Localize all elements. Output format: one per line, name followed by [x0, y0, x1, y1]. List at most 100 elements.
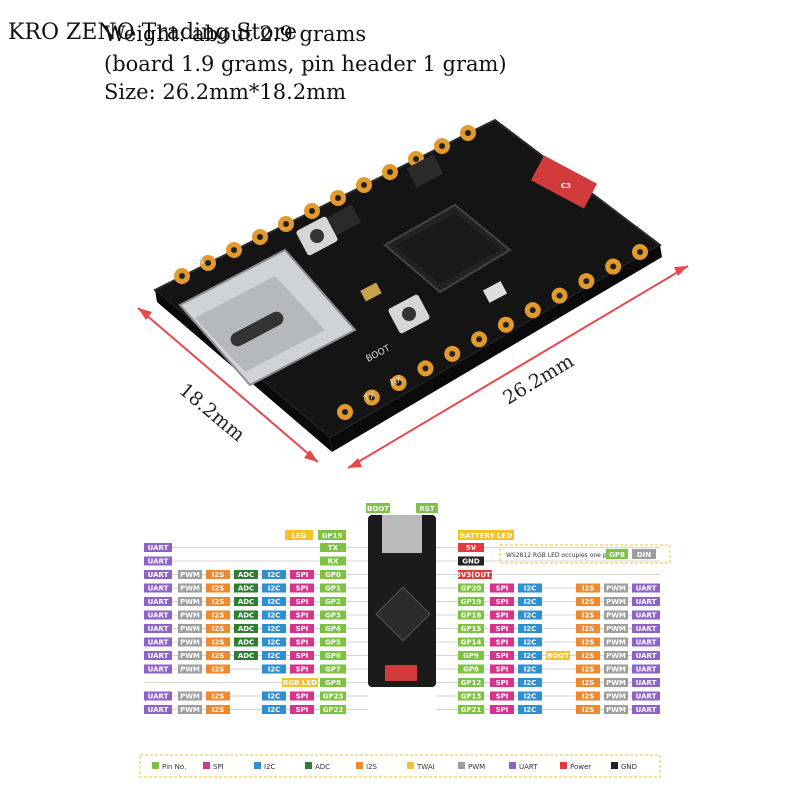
- left-i2c-tag-box: [262, 597, 286, 606]
- pinout-diagram: BOOT RST LED GP15 BATTERY LED WS2812 RGB…: [139, 503, 671, 778]
- left-i2c-tag-box: [262, 583, 286, 593]
- left-adc-tag: ADC: [238, 585, 254, 593]
- pad-hole: [637, 249, 643, 255]
- left-i2s-tag-box: [206, 570, 230, 579]
- left-pwm-tag: PWM: [180, 598, 200, 606]
- left-uart-tag-box: [144, 597, 172, 606]
- right-spi-tag-box: [490, 637, 514, 647]
- left-pwm-tag-box: [178, 610, 202, 620]
- right-pin-tag: GP9: [463, 652, 479, 660]
- left-i2s-tag: I2S: [212, 693, 225, 701]
- spec-size: Size: 26.2mm*18.2mm: [104, 80, 347, 104]
- left-pin-tag: TX: [328, 544, 339, 552]
- left-i2c-tag: I2C: [268, 639, 281, 647]
- right-pwm-tag: PWM: [606, 666, 626, 674]
- right-spi-tag: SPI: [496, 679, 509, 687]
- left-pwm-tag-box: [178, 637, 202, 647]
- right-pwm-tag-box: [604, 583, 628, 593]
- left-i2c-tag-box: [262, 691, 286, 701]
- right-i2c-tag: I2C: [524, 639, 537, 647]
- left-i2s-tag-box: [206, 597, 230, 606]
- left-i2c-tag: I2C: [268, 666, 281, 674]
- right-spi-tag: SPI: [496, 652, 509, 660]
- left-pwm-tag-box: [178, 664, 202, 674]
- right-pwm-tag-box: [604, 651, 628, 660]
- right-i2s-tag: I2S: [582, 666, 595, 674]
- left-uart-tag-box: [144, 570, 172, 579]
- left-spi-tag-box: [290, 705, 314, 714]
- legend-label: Pin No.: [162, 763, 186, 771]
- right-pin-tag-box: [458, 583, 484, 593]
- left-pin-tag-box: [320, 678, 346, 687]
- left-i2s-tag-box: [206, 691, 230, 701]
- left-i2c-tag-box: [262, 624, 286, 633]
- right-i2s-tag-box: [576, 691, 600, 701]
- left-pin-tag-box: [320, 583, 346, 593]
- left-pin-tag: GP22: [323, 706, 344, 714]
- left-spi-tag-box: [290, 637, 314, 647]
- pad-hole: [476, 336, 483, 343]
- right-uart-tag: UART: [636, 679, 657, 687]
- left-spi-tag: SPI: [296, 571, 309, 579]
- left-pin-tag-box: [320, 543, 346, 552]
- left-spi-tag: SPI: [296, 612, 309, 620]
- left-uart-tag: UART: [148, 706, 169, 714]
- pin-pads-top: [174, 125, 476, 284]
- left-i2c-tag: I2C: [268, 598, 281, 606]
- right-pin-tag: GP20: [461, 585, 482, 593]
- left-pwm-tag: PWM: [180, 612, 200, 620]
- left-pwm-tag: PWM: [180, 571, 200, 579]
- legend-label: I2S: [366, 763, 378, 771]
- left-pin-tag: GP23: [323, 693, 344, 701]
- mcu-chip: [383, 203, 512, 294]
- right-pin-tag-box: [458, 664, 484, 674]
- right-pin-tag-box: [458, 624, 484, 633]
- left-pin-tag: GP1: [325, 585, 341, 593]
- left-pin-tag: GP7: [325, 666, 341, 674]
- left-uart-tag: UART: [148, 558, 169, 566]
- right-pin-tag: 5V: [466, 544, 477, 552]
- right-pwm-tag: PWM: [606, 639, 626, 647]
- right-pin-tag-box: [458, 678, 484, 687]
- pad-hole: [283, 221, 289, 227]
- left-i2c-tag: I2C: [268, 693, 281, 701]
- right-pin-tag-box: [458, 570, 492, 579]
- left-pwm-tag-box: [178, 651, 202, 660]
- pad-hole: [309, 208, 315, 214]
- pin-pads-bottom: [337, 244, 648, 420]
- pad-hole: [387, 169, 393, 175]
- left-pin-tag-box: [320, 610, 346, 620]
- left-i2c-tag: I2C: [268, 585, 281, 593]
- left-pwm-tag-box: [178, 570, 202, 579]
- length-dimension: [347, 265, 689, 469]
- right-spi-tag: SPI: [496, 639, 509, 647]
- left-spi-tag-box: [290, 597, 314, 606]
- pad-hole: [413, 156, 419, 162]
- legend-swatch: [407, 762, 414, 769]
- right-i2c-tag-box: [518, 705, 542, 714]
- legend-swatch: [254, 762, 261, 769]
- right-spi-tag: SPI: [496, 693, 509, 701]
- spec-weight-breakdown: (board 1.9 grams, pin header 1 gram): [104, 52, 507, 76]
- left-pwm-tag: PWM: [180, 585, 200, 593]
- legend-label: SPI: [213, 763, 224, 771]
- right-i2s-tag: I2S: [582, 679, 595, 687]
- right-spi-tag-box: [490, 678, 514, 687]
- left-spi-tag: SPI: [296, 639, 309, 647]
- right-i2c-tag: I2C: [524, 666, 537, 674]
- right-uart-tag-box: [632, 705, 660, 714]
- right-uart-tag: UART: [636, 625, 657, 633]
- left-pin-tag-box: [320, 691, 346, 701]
- left-pwm-tag: PWM: [180, 666, 200, 674]
- left-adc-tag: ADC: [238, 598, 254, 606]
- right-i2c-tag-box: [518, 637, 542, 647]
- left-pwm-tag: PWM: [180, 693, 200, 701]
- left-uart-tag: UART: [148, 693, 169, 701]
- right-i2s-tag-box: [576, 678, 600, 687]
- pinout-antenna: [385, 665, 417, 681]
- right-uart-tag: UART: [636, 693, 657, 701]
- left-uart-tag: UART: [148, 598, 169, 606]
- right-pin-tag-box: [458, 556, 484, 566]
- left-pin-tag-box: [320, 570, 346, 579]
- left-i2c-tag-box: [262, 705, 286, 714]
